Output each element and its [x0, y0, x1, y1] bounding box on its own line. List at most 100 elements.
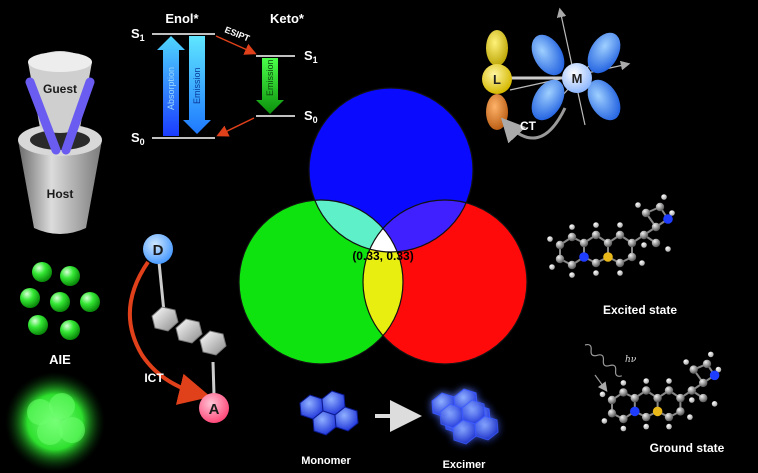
metal-label: M	[572, 71, 583, 86]
d-orbital-lobe	[531, 34, 565, 76]
d-orbital-lobe	[531, 79, 565, 121]
hydrogen-atom	[687, 414, 693, 420]
excimer-pyrene-dimer	[431, 388, 499, 445]
carbon-atom	[689, 365, 698, 374]
carbon-atom	[627, 238, 637, 248]
carbon-atom	[651, 222, 661, 232]
absorption-label: Absorption	[166, 67, 176, 110]
hydrogen-atom	[593, 270, 599, 276]
carbon-atom	[687, 386, 696, 395]
a-bond	[211, 361, 216, 396]
keto-emission-label: Emission	[265, 59, 275, 96]
carbon-atom	[619, 414, 628, 424]
guest-cone-top	[28, 52, 92, 72]
hydrogen-atom	[643, 423, 649, 430]
carbon-atom	[653, 393, 662, 403]
donor-label: D	[153, 242, 164, 259]
carbon-atom	[702, 359, 712, 369]
aie-dot	[60, 320, 80, 340]
keto-s1-label: S1	[304, 48, 318, 65]
enol-emission-label: Emission	[192, 67, 202, 104]
hydrogen-atom	[666, 423, 672, 430]
keto-title: Keto*	[270, 11, 305, 26]
venn-outline	[238, 199, 404, 365]
carbon-atom	[664, 412, 674, 422]
carbon-atom	[567, 232, 577, 242]
hydrogen-atom	[689, 397, 695, 403]
nitrogen-atom	[709, 370, 720, 381]
d-orbital-lobe	[587, 79, 621, 121]
carbon-atom	[615, 230, 625, 240]
carbon-atom	[579, 238, 589, 248]
acceptor-label: A	[209, 401, 220, 418]
carbon-atom	[555, 240, 565, 250]
aie-glow-ball	[49, 393, 75, 419]
hydrogen-atom	[643, 378, 649, 384]
guest-arrow-left	[25, 77, 61, 155]
hydrogen-atom	[711, 401, 718, 407]
carbon-atom	[607, 409, 617, 418]
ct-arrow	[500, 107, 567, 144]
reverse-proton-transfer-arrow	[216, 117, 255, 137]
carbon-atom	[567, 260, 577, 270]
venn-blue-red-overlap	[363, 200, 473, 252]
excimer-label: Excimer	[443, 459, 487, 471]
ict-panel: D A ICT	[127, 234, 229, 423]
hydrogen-atom	[661, 194, 667, 200]
nitrogen-atom	[630, 406, 640, 417]
keto-emission-arrow	[256, 58, 284, 114]
metal-sphere	[562, 63, 592, 93]
excimer-panel: Monomer Excimer	[299, 388, 499, 471]
hydrogen-atom	[669, 210, 675, 216]
ground-state-label: Ground state	[650, 441, 725, 455]
ligand-label: L	[493, 72, 501, 87]
esipt-panel: Enol* Keto* S1 S0 S1 S0 Absorption Emiss…	[131, 11, 318, 147]
ground-state-molecule	[599, 351, 722, 432]
phenyl-ring	[151, 306, 179, 332]
aie-dot	[80, 292, 100, 312]
hydrogen-atom	[547, 236, 553, 242]
phenyl-ring	[175, 318, 203, 344]
acceptor-sphere	[199, 393, 229, 423]
aie-dot	[60, 266, 80, 286]
aie-glow-ball	[27, 399, 53, 425]
venn-outline	[308, 87, 474, 253]
hydrogen-atom	[620, 425, 627, 432]
carbon-atom	[651, 238, 661, 248]
venn-outline	[362, 199, 528, 365]
phenyl-ring	[199, 330, 227, 356]
aie-dot	[50, 292, 70, 312]
enol-title: Enol*	[165, 11, 199, 26]
aie-dot	[28, 315, 48, 335]
host-label: Host	[47, 187, 74, 201]
hv-label: hν	[625, 355, 637, 365]
keto-s0-label: S0	[304, 108, 318, 125]
carbon-atom	[591, 258, 601, 268]
hydrogen-atom	[569, 224, 575, 230]
nitrogen-atom	[663, 214, 673, 224]
hydrogen-atom	[635, 202, 641, 208]
carbon-atom	[639, 230, 649, 240]
carbon-atom	[619, 388, 628, 397]
carbon-atom	[642, 412, 651, 422]
monomer-pyrene	[299, 390, 359, 436]
excited-state-label: Excited state	[603, 303, 677, 317]
aie-label: AIE	[49, 352, 71, 367]
hydrogen-atom	[593, 222, 599, 228]
carbon-atom	[615, 258, 625, 268]
hydrogen-atom	[569, 272, 575, 278]
aie-glow-ball	[59, 417, 85, 443]
sulfur-atom	[652, 406, 663, 417]
aie-dot	[20, 288, 40, 308]
carbon-atom	[607, 395, 617, 405]
sulfur-atom	[603, 252, 613, 262]
aie-glow-ball	[37, 419, 63, 445]
photon-arrow	[594, 374, 608, 392]
hydrogen-atom	[617, 270, 623, 276]
aie-panel: AIE	[5, 262, 105, 472]
photon-wave	[584, 343, 622, 377]
hydrogen-atom	[639, 260, 645, 266]
carbon-atom	[630, 393, 639, 403]
carbon-atom	[641, 208, 651, 218]
